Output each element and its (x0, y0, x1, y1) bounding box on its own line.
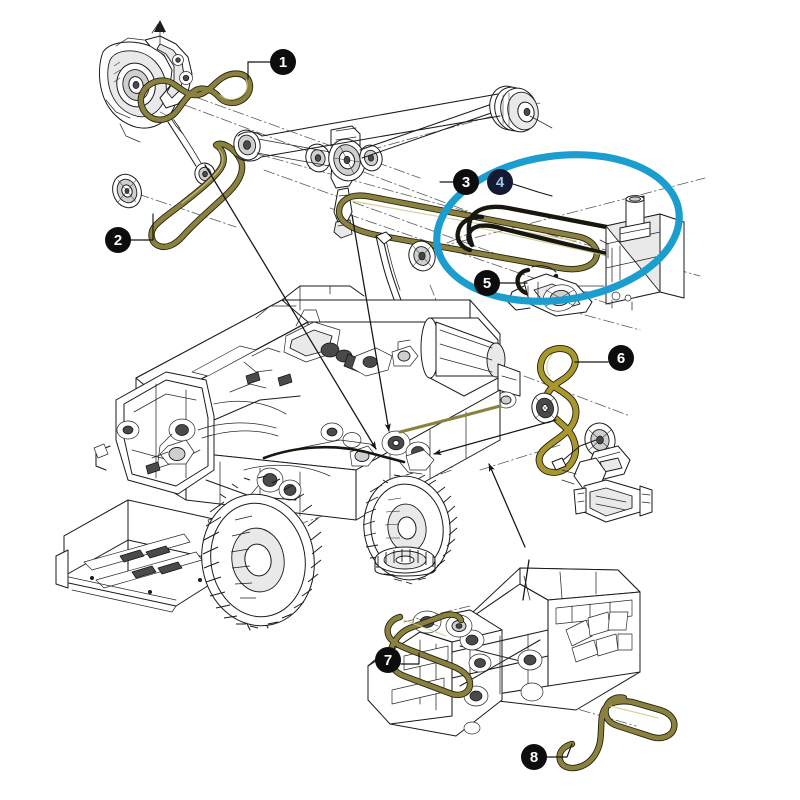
callout-badge-1[interactable] (270, 49, 296, 75)
callout-label-4: 4 (496, 174, 505, 191)
pointer-to-machine-right (433, 419, 557, 455)
combine-harvester-body (55, 285, 521, 631)
belt-s-shaped (535, 345, 580, 476)
spur-gear (374, 546, 436, 577)
callout-3[interactable]: 3 (439, 169, 479, 195)
belt-lower-left (148, 140, 246, 251)
callout-badge-4[interactable] (487, 169, 513, 195)
callout-6[interactable]: 6 (574, 345, 634, 371)
callout-badge-5[interactable] (474, 270, 500, 296)
idler-pulley-small (112, 173, 142, 209)
callout-leader-2 (130, 213, 154, 241)
callout-8[interactable]: 8 (521, 743, 573, 770)
callout-leader-1 (247, 61, 271, 80)
idler-pulley-belt6 (531, 392, 559, 424)
callout-label-3: 3 (462, 174, 470, 191)
callout-2[interactable]: 2 (105, 213, 154, 253)
callout-5[interactable]: 5 (474, 270, 528, 296)
pointer-to-header (488, 463, 526, 548)
callout-badge-2[interactable] (105, 227, 131, 253)
callout-leader-4 (512, 183, 553, 197)
callout-badge-7[interactable] (375, 647, 401, 673)
callout-7[interactable]: 7 (375, 647, 420, 673)
callout-leader-7 (400, 652, 420, 665)
callout-leader-8 (546, 743, 573, 758)
callout-label-6: 6 (617, 350, 625, 367)
engine-gearbox-assembly (99, 20, 216, 186)
driveshaft-pulley (359, 85, 553, 159)
belt-left-sheave-link (256, 138, 331, 167)
callout-badge-3[interactable] (453, 169, 479, 195)
callout-label-1: 1 (279, 54, 287, 71)
callout-1[interactable]: 1 (247, 49, 296, 80)
callout-label-2: 2 (114, 232, 122, 249)
jackshaft-pulley-cluster (233, 125, 383, 239)
belt-jackshaft-to-driveshaft (235, 93, 501, 162)
pointer-header-stub (522, 559, 530, 601)
callout-layer: 1 2 3 4 5 6 7 8 (105, 49, 634, 770)
belt-header-drive (384, 611, 474, 699)
gearbox-pump-assembly (551, 422, 653, 523)
header-feeder-assembly (367, 546, 641, 737)
belt-drive-upper-left (137, 70, 254, 123)
callout-label-5: 5 (483, 275, 491, 292)
callout-badge-8[interactable] (521, 744, 547, 770)
callout-label-7: 7 (384, 652, 392, 669)
pointer-arrows (204, 164, 557, 601)
callout-label-8: 8 (530, 749, 538, 766)
selected-region-highlight[interactable] (427, 140, 689, 317)
front-drive-wheel (201, 475, 323, 629)
pointer-to-machine-left (204, 164, 377, 450)
fan-blades (565, 611, 633, 663)
callout-badge-6[interactable] (608, 345, 634, 371)
callout-4[interactable]: 4 (487, 169, 553, 197)
underbody-drive-detail (116, 395, 435, 501)
pointer-to-machine-mid (351, 214, 391, 432)
belt-header-lower (556, 694, 678, 772)
